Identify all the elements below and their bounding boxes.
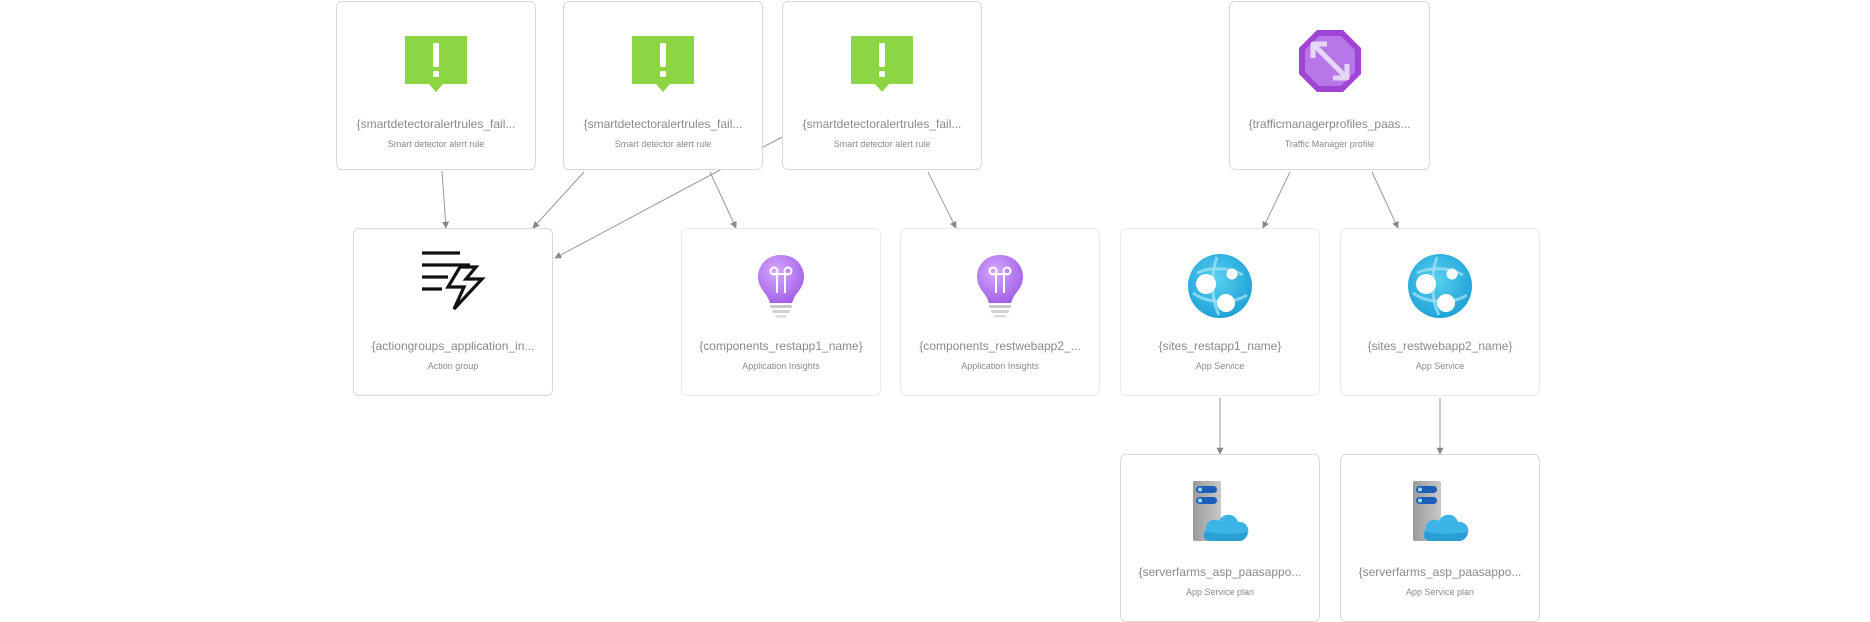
app-service-icon [1187, 253, 1253, 319]
edge-traffic-site2 [1371, 171, 1399, 229]
edge-alert3-ai2 [927, 171, 957, 229]
alert-rule-node-2[interactable]: {smartdetectoralertrules_fail... Smart d… [563, 1, 763, 170]
node-type: Smart detector alert rule [833, 139, 931, 149]
app-service-node-1[interactable]: {sites_restapp1_name} App Service [1120, 228, 1320, 396]
alert-rule-node-3[interactable]: {smartdetectoralertrules_fail... Smart d… [782, 1, 982, 170]
app-service-plan-node-2[interactable]: {serverfarms_asp_paasappo... App Service… [1340, 454, 1540, 622]
traffic-manager-icon [1297, 28, 1363, 94]
node-name: {smartdetectoralertrules_fail... [356, 117, 516, 131]
app-service-plan-icon [1407, 479, 1473, 545]
edge-alert2-actiongroup [532, 171, 585, 229]
alert-rule-node-1[interactable]: {smartdetectoralertrules_fail... Smart d… [336, 1, 536, 170]
action-group-icon [420, 247, 486, 313]
alert-rule-icon [849, 28, 915, 94]
application-insights-node-2[interactable]: {components_restwebapp2_... Application … [900, 228, 1100, 396]
node-name: {smartdetectoralertrules_fail... [583, 117, 743, 131]
node-type: Smart detector alert rule [387, 139, 485, 149]
edge-traffic-site1 [1262, 171, 1291, 229]
node-name: {serverfarms_asp_paasappo... [1358, 565, 1522, 579]
node-type: App Service plan [1405, 587, 1475, 597]
app-service-plan-icon [1187, 479, 1253, 545]
node-name: {components_restwebapp2_... [919, 339, 1081, 353]
node-name: {actiongroups_application_in... [371, 339, 535, 353]
node-type: Action group [427, 361, 479, 371]
app-service-node-2[interactable]: {sites_restwebapp2_name} App Service [1340, 228, 1540, 396]
node-type: Application Insights [742, 361, 820, 371]
node-name: {components_restapp1_name} [699, 339, 863, 353]
edge-alert1-actiongroup [441, 170, 450, 229]
node-name: {trafficmanagerprofiles_paas... [1248, 117, 1411, 131]
alert-rule-icon [403, 28, 469, 94]
node-name: {smartdetectoralertrules_fail... [802, 117, 962, 131]
node-type: Traffic Manager profile [1284, 139, 1375, 149]
node-type: App Service [1195, 361, 1245, 371]
edge-alert2-ai1 [709, 171, 737, 229]
application-insights-icon [748, 253, 814, 319]
node-type: Smart detector alert rule [614, 139, 712, 149]
node-name: {sites_restwebapp2_name} [1367, 339, 1513, 353]
action-group-node[interactable]: {actiongroups_application_in... Action g… [353, 228, 553, 396]
node-name: {sites_restapp1_name} [1158, 339, 1282, 353]
node-type: App Service plan [1185, 587, 1255, 597]
app-service-plan-node-1[interactable]: {serverfarms_asp_paasappo... App Service… [1120, 454, 1320, 622]
application-insights-node-1[interactable]: {components_restapp1_name} Application I… [681, 228, 881, 396]
application-insights-icon [967, 253, 1033, 319]
traffic-manager-node[interactable]: {trafficmanagerprofiles_paas... Traffic … [1229, 1, 1430, 170]
node-type: App Service [1415, 361, 1465, 371]
node-name: {serverfarms_asp_paasappo... [1138, 565, 1302, 579]
app-service-icon [1407, 253, 1473, 319]
node-type: Application Insights [961, 361, 1039, 371]
alert-rule-icon [630, 28, 696, 94]
